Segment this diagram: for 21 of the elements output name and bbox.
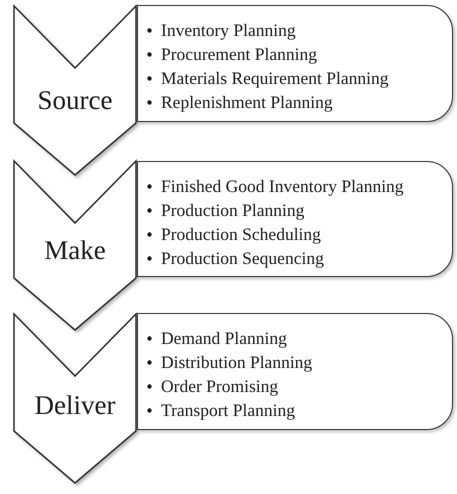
list-item-text: Order Promising (161, 376, 278, 396)
list-item-text: Finished Good Inventory Planning (161, 176, 404, 196)
task-list-panel (137, 313, 453, 430)
list-item-text: Demand Planning (161, 328, 287, 348)
stage-label: Deliver (34, 390, 116, 420)
stage-label: Source (36, 85, 114, 115)
list-item-text: Replenishment Planning (161, 92, 333, 112)
task-list-panel (137, 161, 453, 277)
stage-shape (13, 313, 137, 485)
list-item-text: Production Scheduling (161, 224, 321, 244)
list-item-text: Transport Planning (161, 400, 296, 420)
list-item-text: Production Planning (161, 200, 304, 220)
list-item-text: Procurement Planning (161, 44, 318, 64)
task-list-panel (137, 5, 453, 122)
list-item-text: Distribution Planning (161, 352, 312, 372)
list-item-text: Materials Requirement Planning (161, 68, 388, 88)
stage-shape (13, 160, 137, 332)
stage-label: Make (43, 235, 107, 265)
stage-shape (13, 5, 137, 177)
list-item-text: Inventory Planning (161, 20, 296, 40)
list-item-text: Production Sequencing (161, 248, 324, 268)
